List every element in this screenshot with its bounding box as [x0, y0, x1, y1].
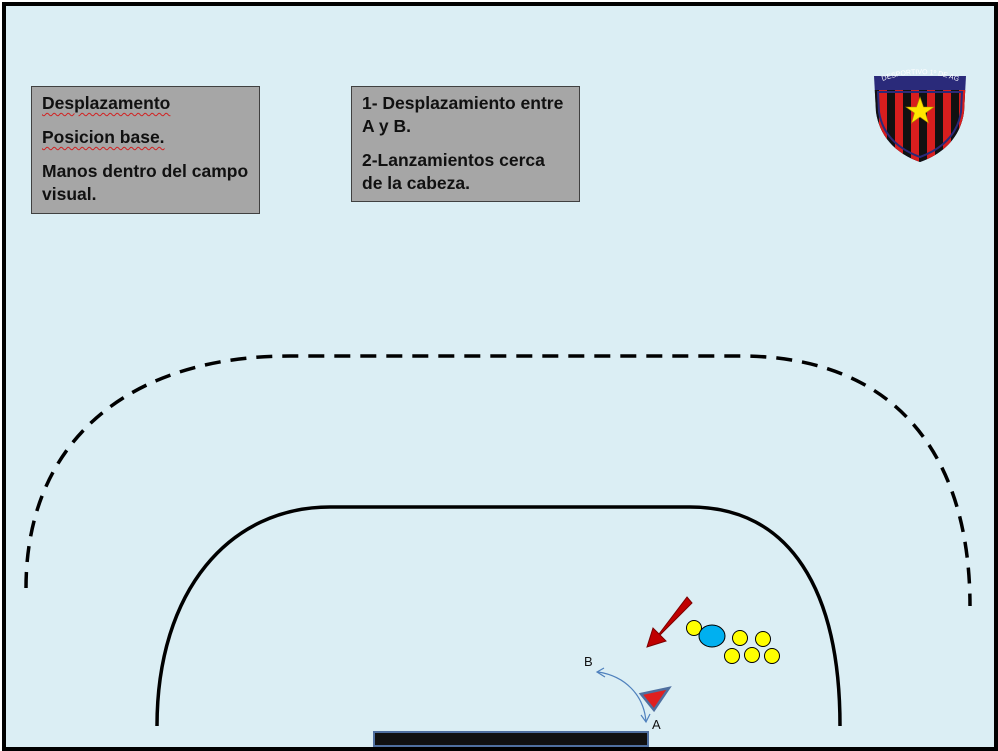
ball: [724, 648, 740, 664]
goalkeeper-icon: [638, 686, 672, 713]
star-icon: [905, 96, 935, 124]
ball: [732, 630, 748, 646]
marker-a: A: [652, 717, 661, 732]
ball: [686, 620, 702, 636]
note-step-1: 1- Desplazamiento entre A y B.: [362, 93, 564, 136]
ball: [744, 647, 760, 663]
ball: [764, 648, 780, 664]
instruction-box-left: Desplazamento Posicion base. Manos dentr…: [31, 86, 260, 214]
arrow-icon: [646, 596, 693, 648]
note-step-2: 2-Lanzamientos cerca de la cabeza.: [362, 150, 545, 193]
shield-logo-icon: CLUB DESPORTIVO 1º DE AGOSTO: [0, 0, 966, 162]
svg-text:CLUB DESPORTIVO 1º DE AGOSTO: CLUB DESPORTIVO 1º DE AGOSTO: [0, 0, 960, 84]
note-position: Posicion base.: [42, 127, 165, 147]
logo-text: CLUB DESPORTIVO 1º DE AGOSTO: [0, 0, 960, 84]
instruction-box-right: 1- Desplazamiento entre A y B. 2-Lanzami…: [351, 86, 580, 202]
marker-b: B: [584, 654, 593, 669]
player: [698, 624, 726, 648]
note-title: Desplazamento: [42, 93, 171, 113]
curved-arrow-icon: [595, 667, 651, 724]
shooters-group: [686, 620, 780, 664]
free-throw-line: [24, 354, 972, 607]
goal: [373, 731, 649, 747]
ball: [755, 631, 771, 647]
note-hands: Manos dentro del campo visual.: [42, 161, 249, 204]
goal-area-line: [155, 505, 842, 727]
